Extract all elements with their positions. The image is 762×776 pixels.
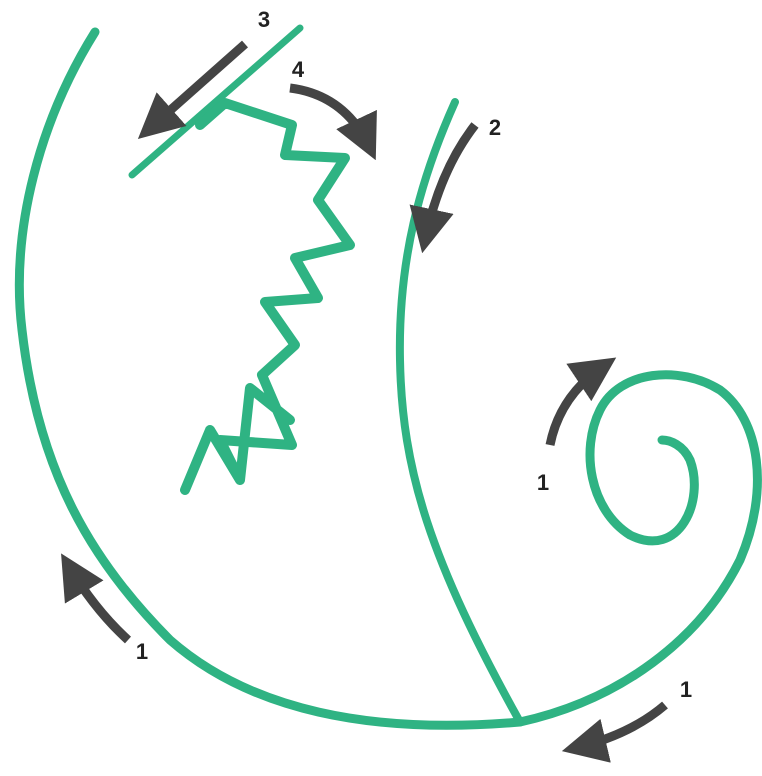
green-strokes — [19, 28, 757, 725]
arrow-1-spiral-icon — [550, 365, 605, 445]
step-label-4: 4 — [292, 59, 304, 81]
arrow-2-icon — [425, 125, 475, 240]
arrow-1-bottom-icon — [575, 705, 665, 748]
step-label-1-spiral: 1 — [537, 472, 549, 494]
arrow-4-icon — [290, 88, 370, 148]
step-label-2: 2 — [489, 117, 501, 139]
step-label-1-bottom: 1 — [680, 679, 692, 701]
stem-stroke — [400, 102, 520, 722]
zigzag-stroke — [185, 103, 350, 490]
short-diagonal-stroke — [132, 28, 300, 175]
step-label-3: 3 — [258, 9, 270, 31]
step-label-1-left: 1 — [136, 641, 148, 663]
